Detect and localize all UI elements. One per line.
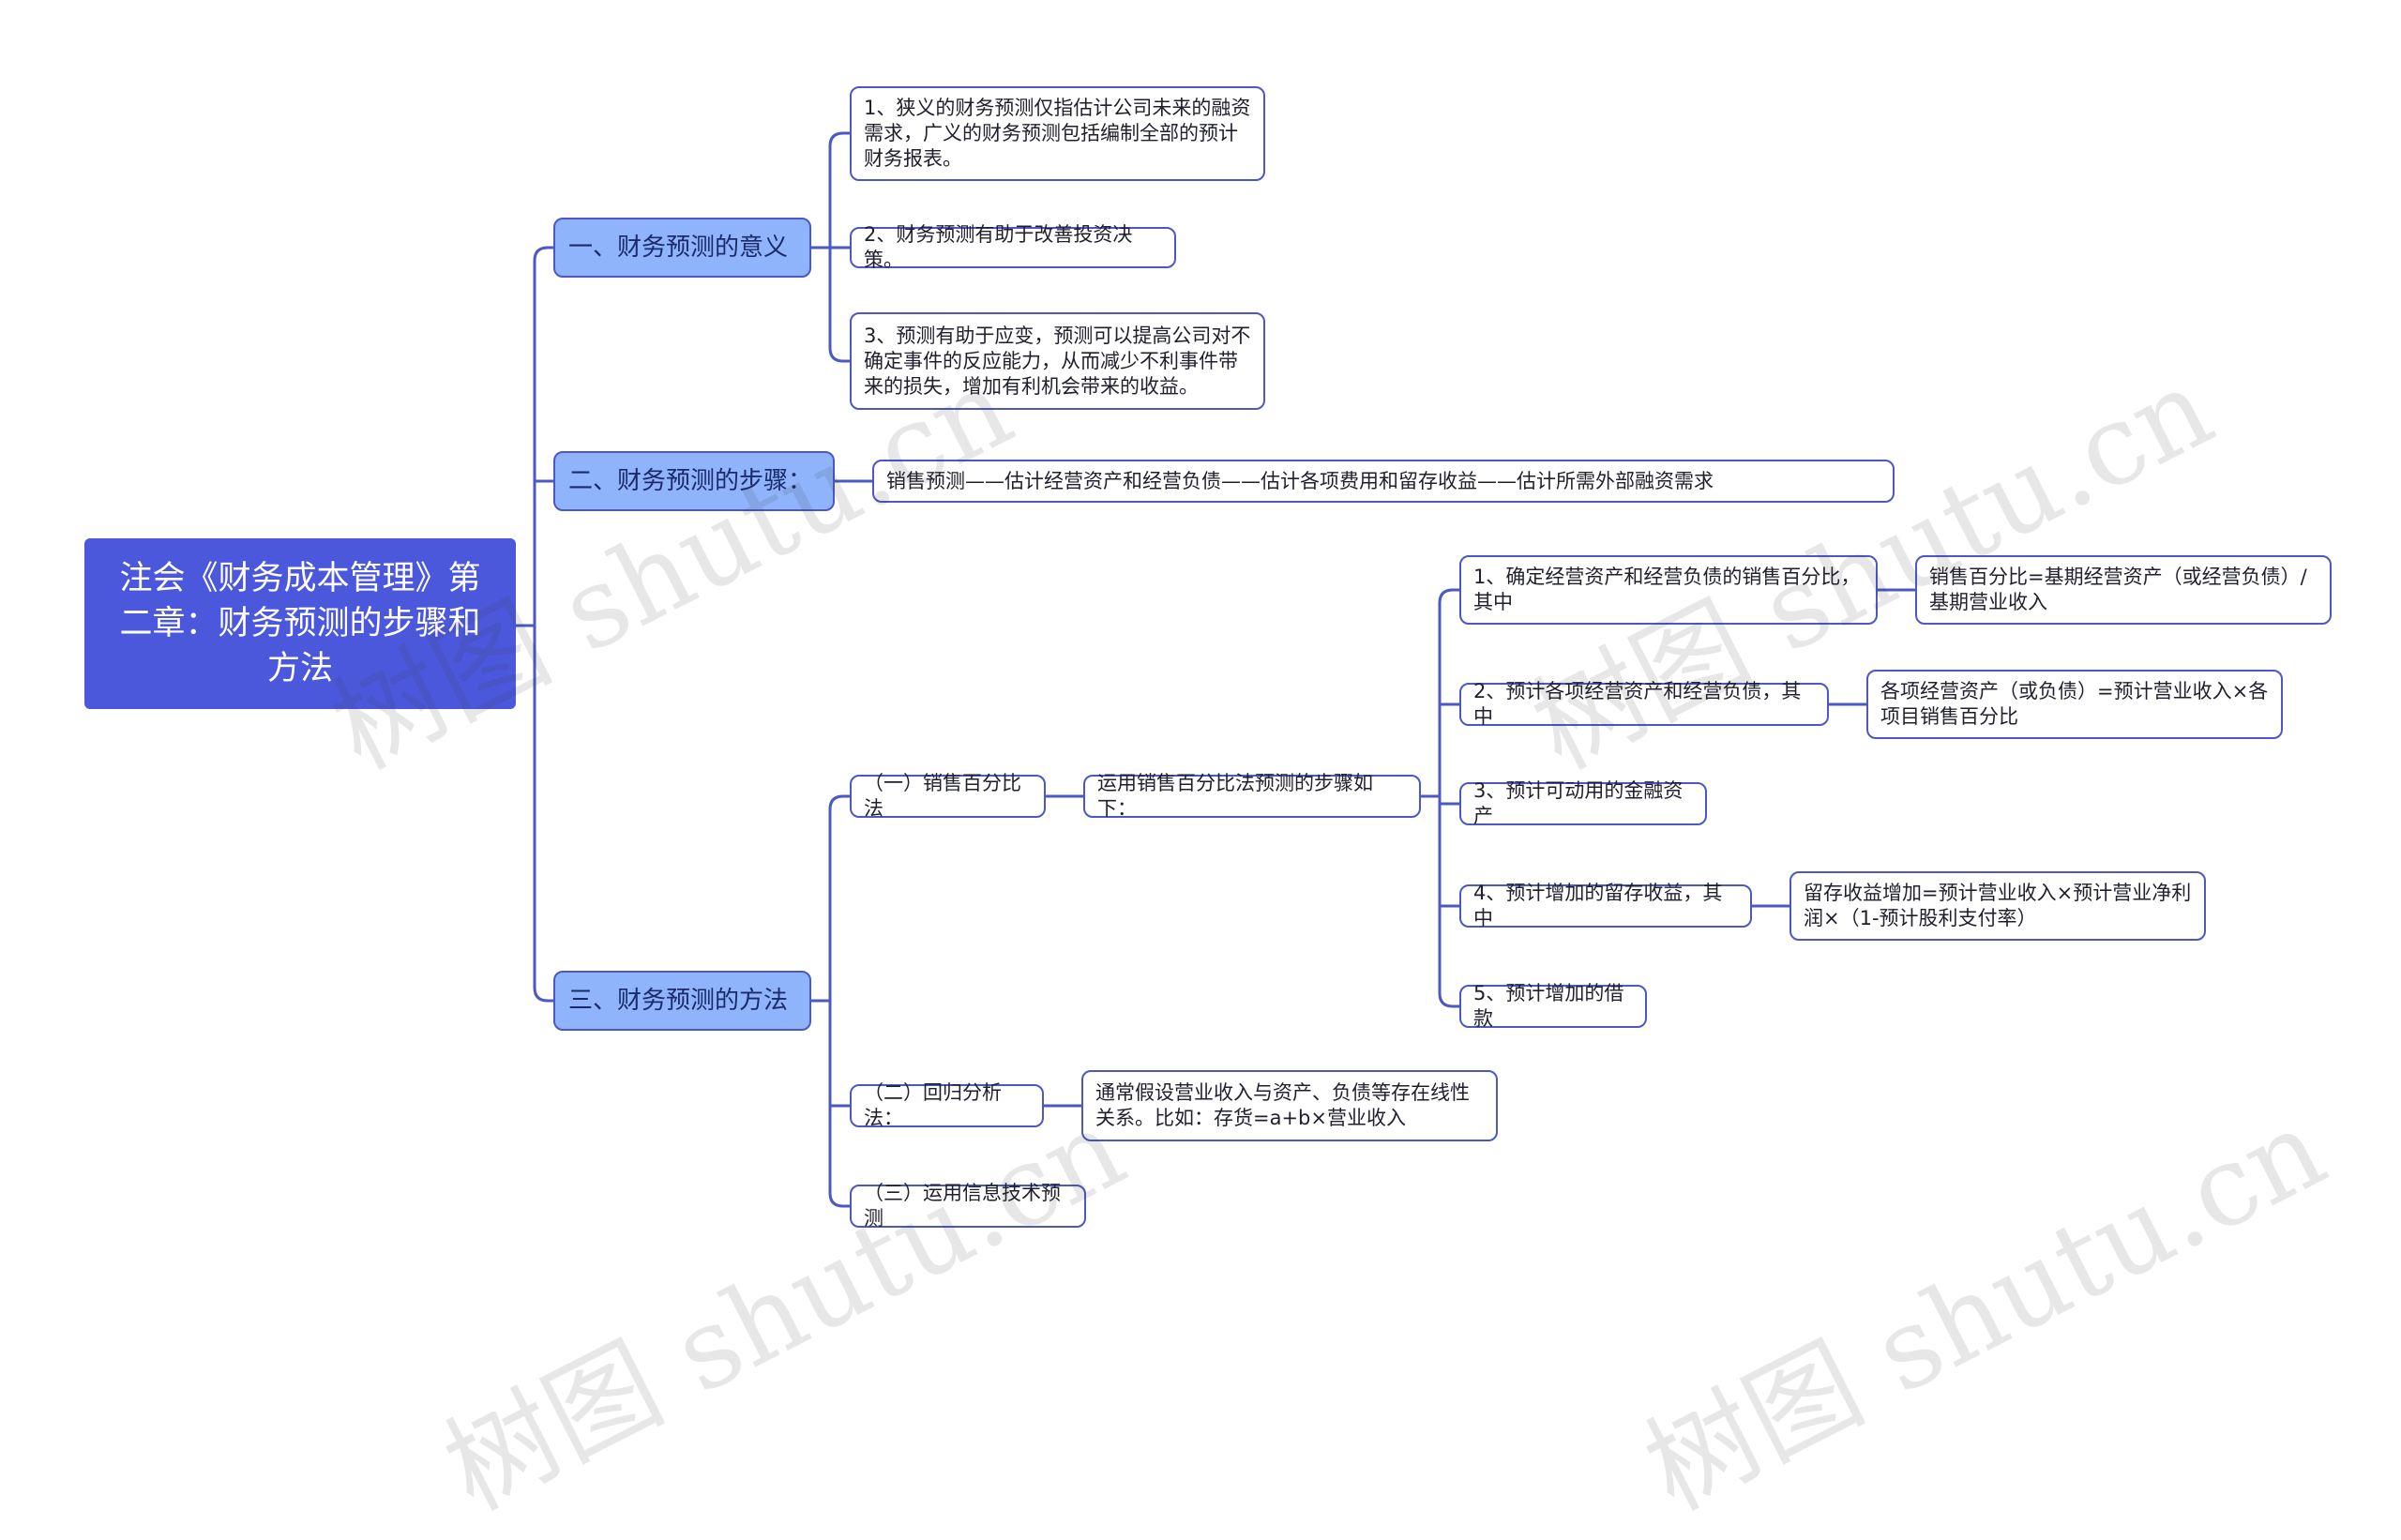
sales-detail-percentage-text: 销售百分比=基期经营资产（或经营负债）/基期营业收入 <box>1929 566 2307 613</box>
significance-item-2-text: 2、财务预测有助于改善投资决策。 <box>864 223 1133 271</box>
sales-detail-retained-text: 留存收益增加=预计营业收入×预计营业净利润×（1-预计股利支付率） <box>1804 882 2192 929</box>
method-sales-percentage[interactable]: （一）销售百分比法 <box>850 772 1046 820</box>
branch-significance-label: 一、财务预测的意义 <box>568 234 789 262</box>
branch-methods[interactable]: 三、财务预测的方法 <box>553 971 811 1031</box>
branch-steps[interactable]: 二、财务预测的步骤： <box>553 451 835 511</box>
significance-item-3-text: 3、预测有助于应变，预测可以提高公司对不确定事件的反应能力，从而减少不利事件带来… <box>864 324 1251 398</box>
mind-map-canvas: 注会《财务成本管理》第二章：财务预测的步骤和方法 一、财务预测的意义 1、狭义的… <box>84 86 2344 1534</box>
method-information-technology[interactable]: （三）运用信息技术预测 <box>850 1182 1086 1230</box>
method-regression-label: （二）回归分析法： <box>864 1081 1002 1129</box>
sales-percentage-intro-text: 运用销售百分比法预测的步骤如下： <box>1097 772 1373 820</box>
sales-step-2-text: 2、预计各项经营资产和经营负债，其中 <box>1473 680 1802 728</box>
root-topic-text: 注会《财务成本管理》第二章：财务预测的步骤和方法 <box>119 560 481 687</box>
connector-lines <box>514 131 1917 1208</box>
sales-step-4-text: 4、预计增加的留存收益，其中 <box>1473 882 1723 929</box>
connector-steps <box>1419 588 1461 1008</box>
steps-sequence-text: 销售预测——估计经营资产和经营负债——估计各项费用和留存收益——估计所需外部融资… <box>886 469 1714 492</box>
sales-detail-assets[interactable]: 各项经营资产（或负债）=预计营业收入×各项目销售百分比 <box>1866 670 2283 739</box>
method-regression[interactable]: （二）回归分析法： <box>850 1081 1044 1129</box>
method-information-technology-label: （三）运用信息技术预测 <box>864 1182 1061 1230</box>
sales-detail-retained[interactable]: 留存收益增加=预计营业收入×预计营业净利润×（1-预计股利支付率） <box>1789 871 2206 941</box>
significance-item-1-text: 1、狭义的财务预测仅指估计公司未来的融资需求，广义的财务预测包括编制全部的预计财… <box>864 97 1251 170</box>
significance-item-3[interactable]: 3、预测有助于应变，预测可以提高公司对不确定事件的反应能力，从而减少不利事件带来… <box>850 312 1265 410</box>
sales-step-1[interactable]: 1、确定经营资产和经营负债的销售百分比，其中 <box>1459 555 1878 625</box>
sales-step-2[interactable]: 2、预计各项经营资产和经营负债，其中 <box>1459 680 1829 728</box>
steps-sequence[interactable]: 销售预测——估计经营资产和经营负债——估计各项费用和留存收益——估计所需外部融资… <box>872 460 1895 503</box>
sales-step-5-text: 5、预计增加的借款 <box>1473 982 1624 1030</box>
significance-item-1[interactable]: 1、狭义的财务预测仅指估计公司未来的融资需求，广义的财务预测包括编制全部的预计财… <box>850 86 1265 181</box>
connector-root <box>514 246 557 1003</box>
sales-step-1-text: 1、确定经营资产和经营负债的销售百分比，其中 <box>1473 566 1861 613</box>
branch-steps-label: 二、财务预测的步骤： <box>568 467 813 495</box>
method-sales-percentage-label: （一）销售百分比法 <box>864 772 1021 820</box>
regression-detail[interactable]: 通常假设营业收入与资产、负债等存在线性关系。比如：存货=a+b×营业收入 <box>1081 1070 1498 1141</box>
regression-detail-text: 通常假设营业收入与资产、负债等存在线性关系。比如：存货=a+b×营业收入 <box>1095 1081 1470 1129</box>
branch-significance[interactable]: 一、财务预测的意义 <box>553 218 811 278</box>
connector-details <box>1750 588 1917 908</box>
sales-step-5[interactable]: 5、预计增加的借款 <box>1459 982 1647 1030</box>
sales-step-3-text: 3、预计可动用的金融资产 <box>1473 779 1684 827</box>
sales-percentage-intro[interactable]: 运用销售百分比法预测的步骤如下： <box>1083 772 1421 820</box>
root-topic[interactable]: 注会《财务成本管理》第二章：财务预测的步骤和方法 <box>84 538 516 709</box>
sales-step-3[interactable]: 3、预计可动用的金融资产 <box>1459 779 1707 827</box>
significance-item-2[interactable]: 2、财务预测有助于改善投资决策。 <box>850 223 1176 271</box>
sales-detail-assets-text: 各项经营资产（或负债）=预计营业收入×各项目销售百分比 <box>1880 680 2269 728</box>
connector-b3 <box>809 794 852 1208</box>
sales-step-4[interactable]: 4、预计增加的留存收益，其中 <box>1459 882 1752 929</box>
branch-methods-label: 三、财务预测的方法 <box>568 987 789 1015</box>
sales-detail-percentage[interactable]: 销售百分比=基期经营资产（或经营负债）/基期营业收入 <box>1915 555 2332 625</box>
connector-b1 <box>809 131 852 363</box>
